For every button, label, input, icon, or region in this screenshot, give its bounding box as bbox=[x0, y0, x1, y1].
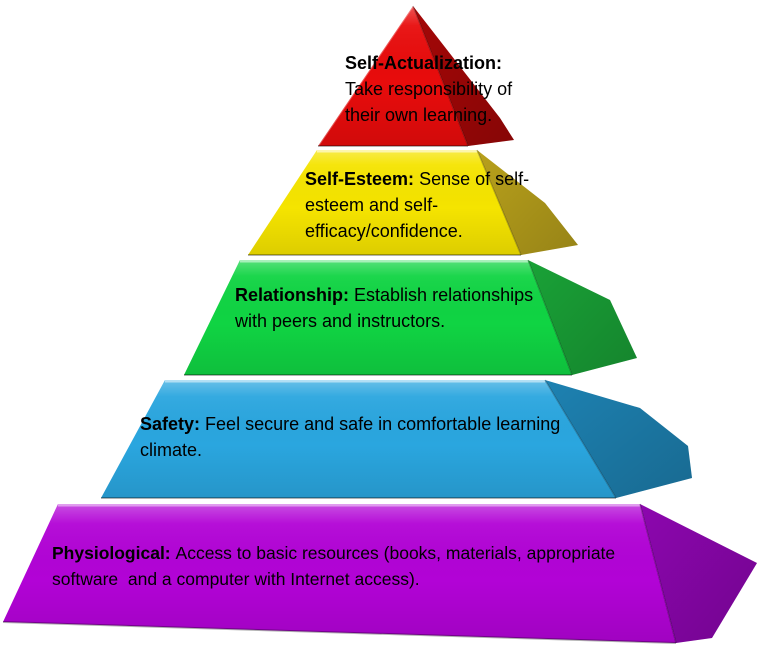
pyramid-level-self-esteem bbox=[248, 149, 578, 256]
level-text-physiological: Physiological:Access to basic resources … bbox=[52, 540, 615, 592]
pyramid-level-physiological bbox=[2, 503, 757, 644]
safety-fold-edge bbox=[544, 379, 617, 499]
physiological-bottom-edge bbox=[2, 621, 677, 644]
safety-line-2: climate. bbox=[140, 440, 203, 460]
self-actualization-side-shade bbox=[413, 6, 514, 146]
self-actualization-left-highlight bbox=[317, 5, 414, 147]
physiological-label: Physiological: bbox=[52, 543, 171, 563]
self-esteem-line-3: efficacy/confidence. bbox=[305, 221, 463, 241]
self-actualization-fold-edge bbox=[412, 5, 469, 147]
relationship-label: Relationship: bbox=[235, 285, 350, 305]
relationship-line-2: with peers and instructors. bbox=[235, 311, 446, 331]
relationship-front-shade bbox=[184, 260, 572, 375]
self-actualization-front-shade bbox=[318, 6, 468, 146]
relationship-line-1: Establish relationships bbox=[354, 285, 534, 305]
safety-side-shade bbox=[545, 380, 692, 498]
physiological-fold-edge bbox=[639, 503, 677, 644]
safety-label: Safety: bbox=[140, 414, 201, 434]
self-esteem-side-shade bbox=[477, 150, 578, 255]
safety-front-shade bbox=[101, 380, 616, 498]
relationship-fold-edge bbox=[527, 259, 573, 376]
physiological-side-shade bbox=[640, 504, 757, 643]
physiological-line-1: Access to basic resources (books, materi… bbox=[175, 543, 616, 563]
relationship-side-shade bbox=[528, 260, 637, 375]
level-text-self-actualization: Self-Actualization: Take responsibility o… bbox=[345, 50, 512, 128]
level-text-safety: Safety:Feel secure and safe in comfortab… bbox=[140, 411, 560, 463]
pyramid-level-safety bbox=[101, 379, 692, 499]
pyramid-level-relationship bbox=[184, 259, 637, 376]
pyramid-level-self-actualization bbox=[317, 5, 514, 147]
self-esteem-fold-edge bbox=[476, 149, 522, 256]
physiological-front-shade bbox=[3, 504, 676, 643]
self-esteem-line-1: Sense of self- bbox=[419, 169, 530, 189]
self-actualization-label: Self-Actualization: bbox=[345, 53, 503, 73]
safety-line-1: Feel secure and safe in comfortable lear… bbox=[205, 414, 561, 434]
self-esteem-label: Self-Esteem: bbox=[305, 169, 415, 189]
physiological-line-2: software and a computer with Internet ac… bbox=[52, 569, 420, 589]
level-text-relationship: Relationship:Establish relationships with… bbox=[235, 282, 533, 334]
level-text-self-esteem: Self-Esteem:Sense of self-esteem and sel… bbox=[305, 166, 529, 244]
self-actualization-line-2: their own learning. bbox=[345, 105, 493, 125]
self-esteem-front-shade bbox=[248, 150, 521, 255]
self-esteem-line-2: esteem and self- bbox=[305, 195, 439, 215]
self-actualization-line-1: Take responsibility of bbox=[345, 79, 513, 99]
